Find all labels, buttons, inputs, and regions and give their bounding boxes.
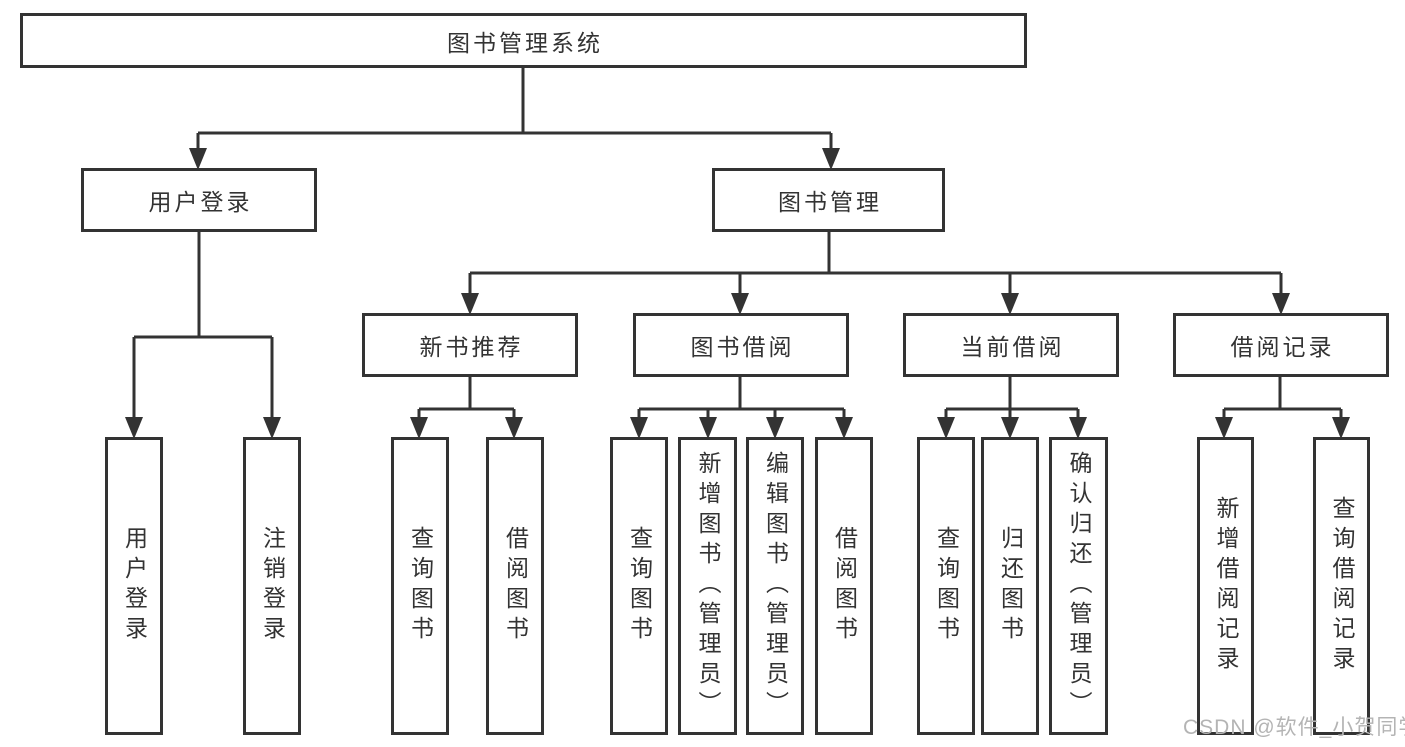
node-label: 查询图书 bbox=[933, 526, 960, 646]
node-borrow-books-borrowing: 借阅图书 bbox=[815, 437, 873, 735]
node-label: 用户登录 bbox=[121, 526, 148, 646]
node-label: 新增图书（管理员） bbox=[695, 451, 721, 721]
node-book-management: 图书管理 bbox=[712, 168, 945, 232]
node-label: 编辑图书（管理员） bbox=[762, 451, 789, 721]
node-return-books: 归还图书 bbox=[981, 437, 1039, 735]
node-query-books-recommend: 查询图书 bbox=[391, 437, 449, 735]
node-query-books-current: 查询图书 bbox=[917, 437, 975, 735]
node-label: 新增借阅记录 bbox=[1213, 496, 1239, 676]
node-borrowing-records: 借阅记录 bbox=[1173, 313, 1389, 377]
node-new-book-recommend: 新书推荐 bbox=[362, 313, 578, 377]
node-add-borrowing-record: 新增借阅记录 bbox=[1197, 437, 1254, 735]
node-label: 查询图书 bbox=[407, 526, 434, 646]
node-current-borrowing: 当前借阅 bbox=[903, 313, 1119, 377]
node-query-borrowing-record: 查询借阅记录 bbox=[1313, 437, 1370, 735]
node-borrow-books-recommend: 借阅图书 bbox=[486, 437, 544, 735]
node-label: 注销登录 bbox=[259, 526, 286, 646]
node-confirm-return-admin: 确认归还（管理员） bbox=[1049, 437, 1108, 735]
arrowheads bbox=[125, 148, 1350, 439]
node-book-borrowing: 图书借阅 bbox=[633, 313, 849, 377]
node-user-login-op: 用户登录 bbox=[105, 437, 163, 735]
node-query-books-borrowing: 查询图书 bbox=[610, 437, 668, 735]
node-user-login: 用户登录 bbox=[81, 168, 317, 232]
node-add-books-admin: 新增图书（管理员） bbox=[678, 437, 737, 735]
node-label: 借阅图书 bbox=[502, 526, 529, 646]
node-logout-op: 注销登录 bbox=[243, 437, 301, 735]
connector-lines bbox=[132, 66, 1343, 421]
node-library-system: 图书管理系统 bbox=[20, 13, 1027, 68]
watermark-text: CSDN @软件_小贺同学 bbox=[1183, 716, 1405, 739]
node-label: 查询借阅记录 bbox=[1329, 496, 1355, 676]
node-label: 归还图书 bbox=[997, 526, 1024, 646]
node-label: 确认归还（管理员） bbox=[1066, 451, 1092, 721]
node-label: 查询图书 bbox=[626, 526, 653, 646]
node-label: 借阅图书 bbox=[831, 526, 858, 646]
node-edit-books-admin: 编辑图书（管理员） bbox=[746, 437, 804, 735]
